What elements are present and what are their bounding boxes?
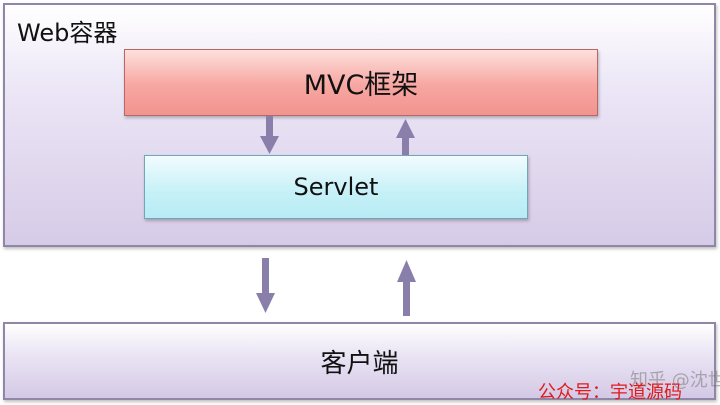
watermark: 知乎 @沈世钧 公众号：宇道源码 xyxy=(538,364,720,404)
arrow-container-to-client xyxy=(256,258,275,313)
public-account-watermark: 公众号：宇道源码 xyxy=(538,382,682,403)
web-container-label: Web容器 xyxy=(17,19,118,47)
client-label: 客户端 xyxy=(320,348,399,379)
arrow-mvc-to-servlet xyxy=(260,116,279,154)
client-box: 客户端 xyxy=(3,322,716,400)
mvc-framework-label: MVC框架 xyxy=(303,70,419,101)
servlet-box: Servlet xyxy=(144,155,528,219)
arrow-client-to-container xyxy=(397,260,416,316)
zhihu-watermark: 知乎 @沈世钧 xyxy=(630,370,720,391)
servlet-label: Servlet xyxy=(293,173,379,201)
mvc-framework-box: MVC框架 xyxy=(124,49,598,116)
arrow-servlet-to-mvc xyxy=(396,119,415,155)
